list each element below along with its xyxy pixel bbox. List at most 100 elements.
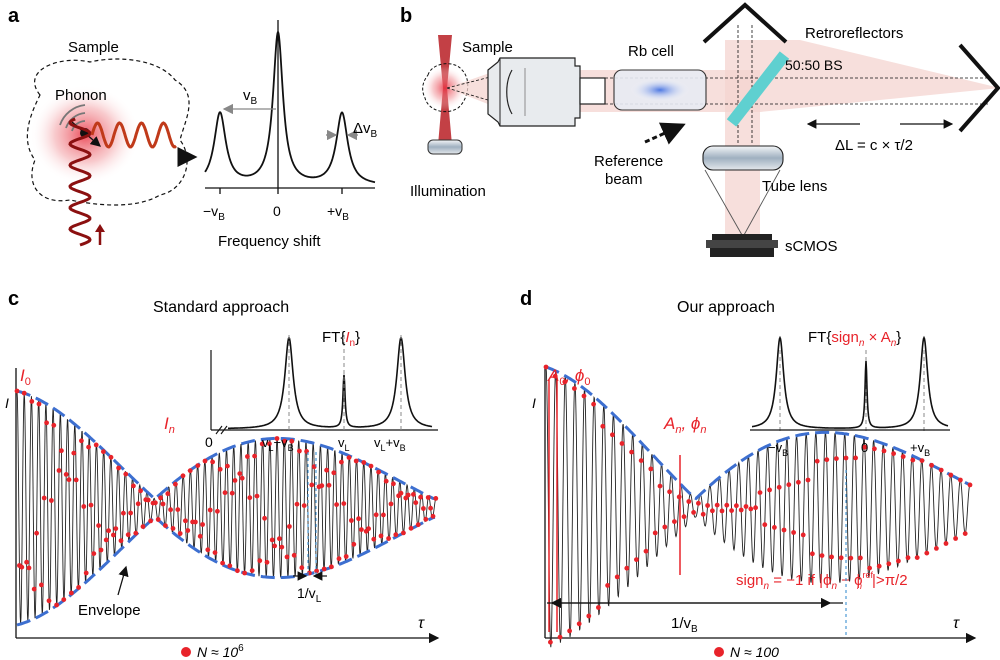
illumination-label: Illumination: [410, 183, 486, 200]
sample-point: [103, 537, 109, 543]
sample-point: [819, 553, 825, 558]
sample-point: [212, 550, 218, 555]
sample-point: [924, 550, 930, 556]
sample-point: [245, 454, 250, 459]
focus-line-1: [704, 169, 743, 236]
axis-break-1: [215, 425, 223, 435]
sample-point: [858, 555, 863, 561]
panel-letter-a: a: [8, 5, 20, 27]
sample-point: [93, 442, 99, 448]
tick-label-plus: +vB: [327, 203, 349, 223]
interferogram-d: [543, 364, 973, 648]
panel-letter-b: b: [400, 5, 412, 27]
sample-point: [652, 530, 658, 536]
sample-point: [388, 501, 394, 507]
inset-tick-2-c: vL: [338, 435, 350, 453]
sample-point: [743, 504, 749, 509]
sample-point: [210, 459, 216, 465]
sample-point: [408, 525, 414, 531]
objective-lens-curve: [506, 69, 513, 115]
sample-point: [600, 423, 606, 429]
objective: [487, 57, 581, 127]
illumination-lens: [427, 139, 463, 155]
scattered-light-wave: [90, 121, 178, 149]
sample-point: [886, 561, 892, 567]
sample-point: [572, 386, 577, 391]
sample-point: [51, 422, 57, 428]
tube-lens-label: Tube lens: [762, 178, 827, 195]
sample-point: [153, 500, 158, 506]
sample-point: [14, 388, 20, 394]
sample-point: [205, 547, 211, 553]
sample-point: [227, 563, 233, 569]
scmos-base: [710, 248, 774, 257]
sample-point: [259, 441, 265, 447]
sample-point: [634, 557, 639, 562]
sample-point: [61, 597, 67, 602]
sample-point: [423, 516, 429, 522]
sample-point: [220, 560, 226, 566]
sample-point: [958, 477, 963, 483]
sample-point: [289, 438, 295, 444]
sample-point: [69, 590, 74, 596]
beam-splitter: [726, 51, 790, 127]
sample-point: [433, 496, 439, 501]
x-label-c: τ: [418, 615, 425, 632]
rb-cell-label: Rb cell: [628, 43, 674, 60]
sample-point: [79, 438, 84, 444]
sample-point: [714, 502, 720, 508]
sample-point: [862, 444, 868, 450]
sample-point: [59, 448, 64, 454]
sample-point: [346, 455, 352, 460]
sample-point: [781, 527, 787, 533]
sample-point: [368, 463, 374, 469]
sample-point: [200, 522, 206, 527]
sample-point: [222, 490, 228, 496]
sample-point: [405, 492, 411, 498]
sample-point: [700, 511, 706, 517]
sample-point: [76, 585, 81, 590]
sample-point: [667, 489, 672, 495]
sample-point: [242, 570, 248, 576]
sample-point: [326, 482, 332, 488]
sample-point: [914, 555, 920, 560]
sample-point: [430, 513, 436, 519]
sample-point: [415, 522, 421, 528]
sample-point: [175, 507, 181, 512]
sample-point: [366, 526, 371, 532]
sample-point: [66, 477, 72, 483]
sample-point: [401, 530, 406, 536]
sample-point: [896, 558, 901, 564]
sample-point: [106, 528, 111, 534]
sample-point: [757, 490, 763, 495]
sample-point: [128, 510, 134, 516]
sample-point: [562, 379, 568, 385]
retroreflectors-label: Retroreflectors: [805, 25, 903, 42]
sample-point: [96, 523, 101, 528]
sample-label-b: Sample: [462, 39, 513, 56]
sample-point: [135, 501, 141, 507]
sample-point: [393, 532, 399, 538]
sample-point: [596, 605, 601, 610]
sample-point: [772, 525, 777, 530]
scmos-middle: [706, 240, 778, 248]
sample-point: [125, 532, 131, 538]
sample-point: [287, 524, 292, 529]
sample-point: [672, 519, 677, 524]
inset-spectrum-d: [752, 335, 949, 429]
sample-point: [391, 481, 396, 487]
sample-point: [729, 508, 734, 513]
panel-d: d Our approach I τ A0, ϕ0 An, ϕn signn =…: [520, 288, 977, 660]
sample-point: [373, 512, 379, 518]
sample-point: [46, 598, 52, 604]
sample-point: [207, 507, 213, 513]
sample-point: [148, 518, 154, 524]
sample-point: [193, 519, 198, 525]
sample-point: [738, 507, 744, 513]
sample-point: [796, 479, 801, 485]
sample-point: [705, 503, 710, 508]
sample-point: [71, 450, 77, 456]
sample-point: [232, 478, 238, 483]
sample-point: [279, 544, 285, 550]
sample-point: [762, 522, 768, 528]
